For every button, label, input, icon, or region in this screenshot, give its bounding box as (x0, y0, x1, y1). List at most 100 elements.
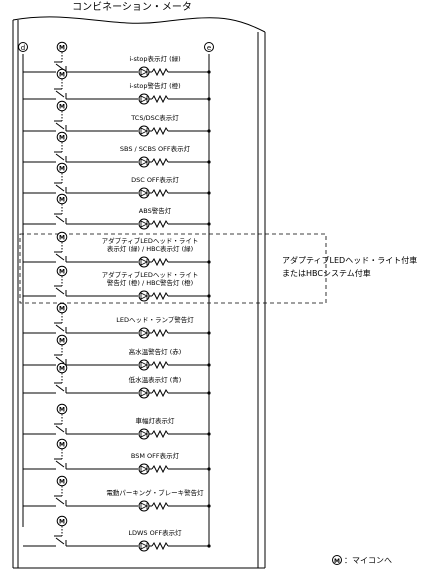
led-indicator-icon (138, 387, 150, 399)
indicator-label: TCS/DSC表示灯 (130, 113, 179, 122)
svg-text:e: e (207, 44, 211, 52)
indicator-label: BSM OFF表示灯 (131, 451, 180, 460)
microcontroller-m-label: M (59, 135, 65, 142)
microcontroller-m-label: M (59, 407, 65, 414)
resistor-icon (151, 188, 169, 198)
option-note-line-1: アダプティブLEDヘッド・ライト付車 (282, 255, 417, 265)
microcontroller-m-label: M (59, 442, 65, 449)
microcontroller-m-symbol (56, 68, 68, 80)
led-indicator-icon (138, 256, 150, 268)
junction-dot (207, 467, 211, 471)
microcontroller-m-label: M (59, 235, 65, 242)
led-indicator-icon (138, 66, 150, 78)
junction-dot (207, 391, 211, 395)
circuit-row: M LDWS OFF表示灯 (23, 515, 211, 552)
switch-blade (55, 122, 65, 130)
circuit-row: M 高水温警告灯 (赤) (23, 334, 211, 371)
indicator-label-line-2: 表示灯 (緑) / HBC表示灯 (緑) (107, 244, 193, 253)
microcontroller-m-symbol (56, 475, 68, 487)
resistor-icon (151, 157, 169, 167)
led-indicator-icon (138, 359, 150, 371)
option-note-line-2: またはHBCシステム付車 (282, 268, 371, 278)
switch-blade (55, 253, 65, 261)
junction-dot (207, 504, 211, 508)
led-indicator-icon (138, 428, 150, 440)
microcontroller-m-symbol (56, 362, 68, 374)
indicator-label: 電動パーキング・ブレーキ警告灯 (106, 488, 204, 497)
switch-blade (55, 460, 65, 468)
led-indicator-icon (138, 218, 150, 230)
switch-blade (55, 184, 65, 192)
switch-blade (55, 324, 65, 332)
indicator-label: i-stop警告灯 (橙) (129, 81, 180, 90)
switch-blade (55, 287, 65, 295)
junction-dot (207, 544, 211, 548)
led-indicator-icon (138, 125, 150, 137)
indicator-label: LEDヘッド・ランプ警告灯 (116, 315, 194, 324)
microcontroller-m-label: M (59, 269, 65, 276)
meter-frame (12, 16, 266, 569)
microcontroller-m-symbol (56, 41, 68, 53)
indicator-label: SBS / SCBS OFF表示灯 (120, 144, 191, 153)
microcontroller-m-label: M (59, 479, 65, 486)
microcontroller-m-label: M (59, 197, 65, 204)
resistor-icon (151, 126, 169, 136)
junction-dot (207, 363, 211, 367)
junction-dot (207, 191, 211, 195)
legend-text: ：マイコンへ (344, 556, 392, 565)
junction-dot (207, 331, 211, 335)
switch-blade (55, 356, 65, 364)
meter-title: コンビネーション・メータ (72, 1, 192, 13)
junction-dot (207, 129, 211, 133)
circuit-row: M BSM OFF表示灯 (23, 438, 211, 475)
circuit-rows: Mi-stop表示灯 (緑)Mi-stop警告灯 (橙)MTCS/DSC表示灯M… (23, 41, 211, 552)
optional-equipment-box (19, 233, 327, 304)
microcontroller-m-symbol (56, 131, 68, 143)
microcontroller-m-symbol (56, 162, 68, 174)
terminal-e: e (204, 42, 214, 52)
svg-text:d: d (21, 44, 25, 52)
circuit-row: Mi-stop警告灯 (橙) (23, 68, 211, 105)
svg-text:M: M (334, 558, 340, 565)
microcontroller-m-symbol (56, 403, 68, 415)
junction-dot (207, 222, 211, 226)
resistor-icon (151, 291, 169, 301)
indicator-label-line-1: アダプティブLEDヘッド・ライト (102, 270, 199, 279)
indicator-label-line-1: アダプティブLEDヘッド・ライト (102, 236, 199, 245)
microcontroller-m-label: M (59, 72, 65, 79)
switch-blade (55, 215, 65, 223)
circuit-row: Mi-stop表示灯 (緑) (23, 41, 211, 78)
circuit-row: M SBS / SCBS OFF表示灯 (23, 131, 211, 168)
resistor-icon (151, 360, 169, 370)
microcontroller-m-symbol (56, 334, 68, 346)
led-indicator-icon (138, 187, 150, 199)
led-indicator-icon (138, 93, 150, 105)
microcontroller-m-symbol (56, 100, 68, 112)
microcontroller-m-label: M (59, 519, 65, 526)
resistor-icon (151, 541, 169, 551)
microcontroller-m-label: M (59, 366, 65, 373)
indicator-label: LDWS OFF表示灯 (128, 528, 182, 537)
resistor-icon (151, 257, 169, 267)
resistor-icon (151, 328, 169, 338)
indicator-label: 高水温警告灯 (赤) (129, 347, 182, 356)
microcontroller-m-symbol (56, 265, 68, 277)
junction-dot (207, 432, 211, 436)
resistor-icon (151, 388, 169, 398)
junction-dot (207, 97, 211, 101)
microcontroller-m-label: M (59, 104, 65, 111)
led-indicator-icon (138, 463, 150, 475)
led-indicator-icon (138, 290, 150, 302)
indicator-label-line-2: 警告灯 (橙) / HBC警告灯 (橙) (107, 278, 193, 287)
microcontroller-m-symbol (56, 302, 68, 314)
resistor-icon (151, 501, 169, 511)
microcontroller-m-label: M (59, 338, 65, 345)
microcontroller-m-label: M (59, 166, 65, 173)
